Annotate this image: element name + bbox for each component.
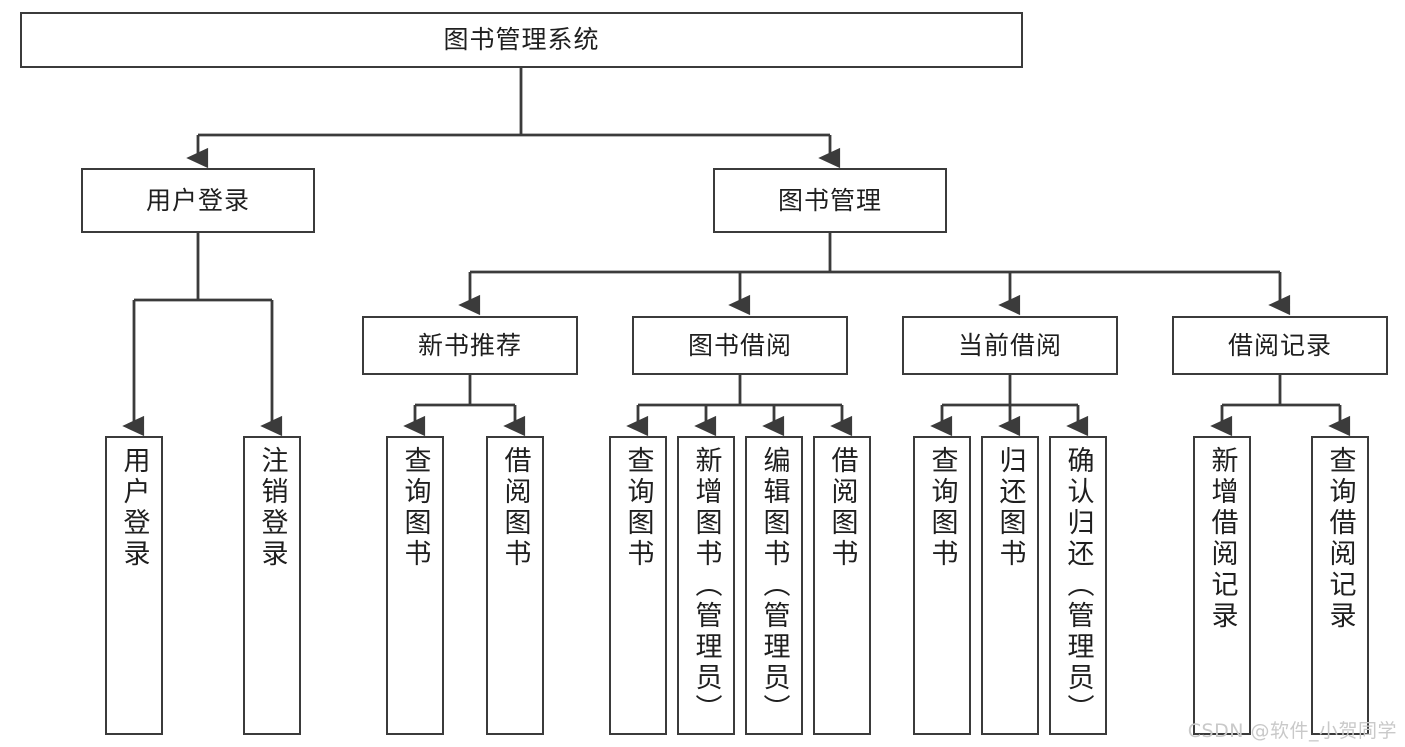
node-label: 注销登录 <box>256 446 288 570</box>
leaf-user-login-logout[interactable]: 注销登录 <box>243 436 301 735</box>
node-book-management-system[interactable]: 图书管理系统 <box>20 12 1023 68</box>
leaf-recommend-borrow-book[interactable]: 借阅图书 <box>486 436 544 735</box>
node-new-book-recommend[interactable]: 新书推荐 <box>362 316 578 375</box>
node-label: 新增图书（管理员） <box>690 446 722 725</box>
node-label: 查询图书 <box>926 446 958 570</box>
node-book-management[interactable]: 图书管理 <box>713 168 947 233</box>
node-label: 用户登录 <box>145 185 250 215</box>
node-user-login[interactable]: 用户登录 <box>81 168 315 233</box>
leaf-current-return-book[interactable]: 归还图书 <box>981 436 1039 735</box>
node-label: 查询借阅记录 <box>1324 446 1356 632</box>
node-label: 当前借阅 <box>957 330 1062 360</box>
leaf-record-add-record[interactable]: 新增借阅记录 <box>1193 436 1251 735</box>
leaf-borrow-query-book[interactable]: 查询图书 <box>609 436 667 735</box>
node-label: 用户登录 <box>118 446 150 570</box>
leaf-recommend-query-book[interactable]: 查询图书 <box>386 436 444 735</box>
node-label: 借阅记录 <box>1227 330 1332 360</box>
node-label: 图书管理系统 <box>443 25 600 54</box>
node-label: 查询图书 <box>399 446 431 570</box>
leaf-borrow-add-book-admin[interactable]: 新增图书（管理员） <box>677 436 735 735</box>
node-book-borrow[interactable]: 图书借阅 <box>632 316 848 375</box>
leaf-borrow-borrow-book[interactable]: 借阅图书 <box>813 436 871 735</box>
node-label: 归还图书 <box>994 446 1026 570</box>
node-label: 确认归还（管理员） <box>1062 446 1094 725</box>
node-label: 图书管理 <box>777 185 882 215</box>
node-borrow-record[interactable]: 借阅记录 <box>1172 316 1388 375</box>
node-label: 借阅图书 <box>499 446 531 570</box>
node-label: 图书借阅 <box>687 330 792 360</box>
node-label: 查询图书 <box>622 446 654 570</box>
leaf-record-query-record[interactable]: 查询借阅记录 <box>1311 436 1369 735</box>
leaf-current-confirm-return-admin[interactable]: 确认归还（管理员） <box>1049 436 1107 735</box>
node-current-borrow[interactable]: 当前借阅 <box>902 316 1118 375</box>
node-label: 编辑图书（管理员） <box>758 446 790 725</box>
leaf-current-query-book[interactable]: 查询图书 <box>913 436 971 735</box>
node-label: 新增借阅记录 <box>1206 446 1238 632</box>
node-label: 新书推荐 <box>417 330 522 360</box>
watermark-text: CSDN @软件_小贺同学 <box>1187 720 1397 742</box>
leaf-user-login-login[interactable]: 用户登录 <box>105 436 163 735</box>
node-label: 借阅图书 <box>826 446 858 570</box>
leaf-borrow-edit-book-admin[interactable]: 编辑图书（管理员） <box>745 436 803 735</box>
